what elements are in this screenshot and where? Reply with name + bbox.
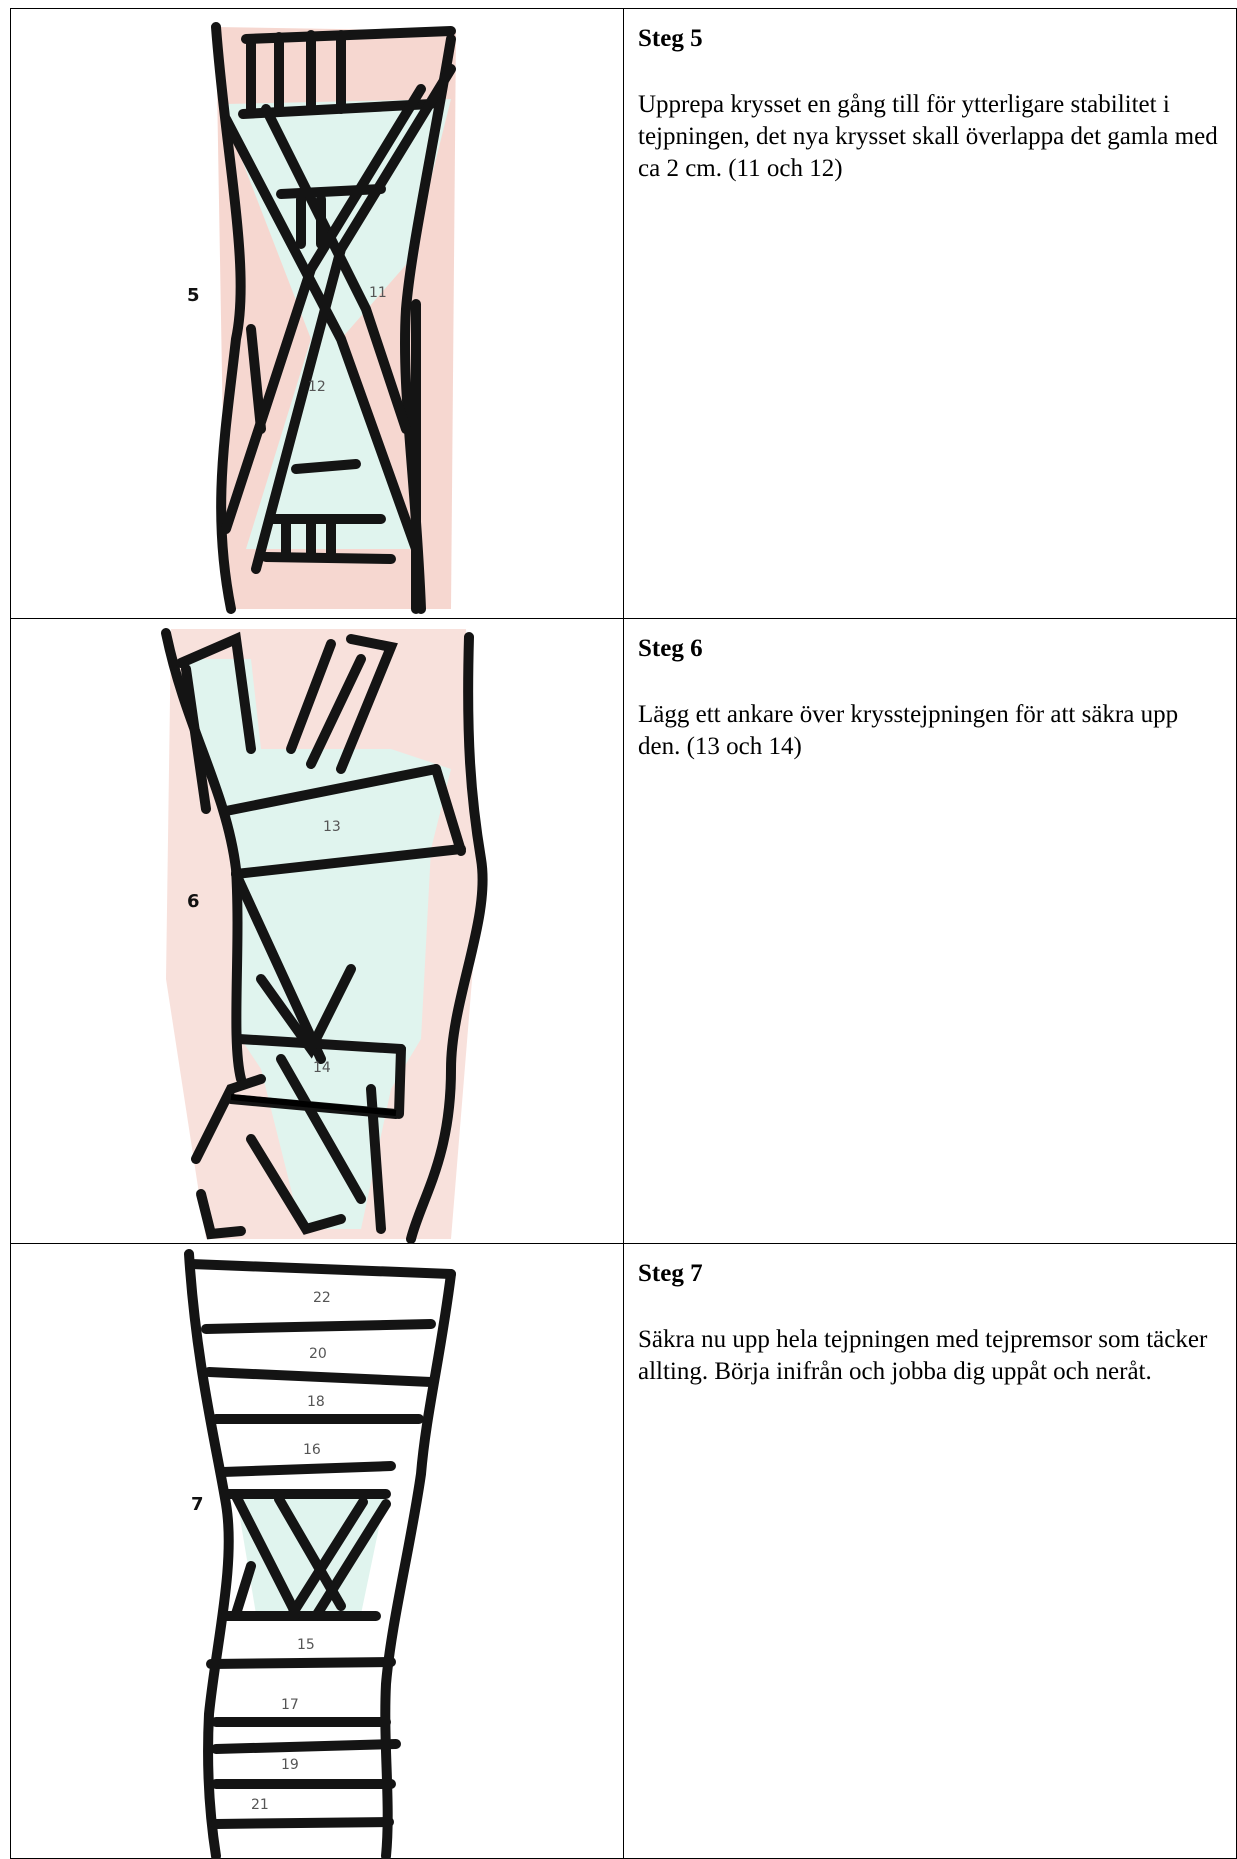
step-6-text-cell: Steg 6 Lägg ett ankare över krysstejpnin… — [624, 619, 1237, 1244]
tape-label-16: 16 — [303, 1442, 321, 1458]
figure-number: 5 — [187, 285, 200, 306]
figure-number: 6 — [187, 891, 200, 912]
step-7-illustration-cell: 7 22 20 18 16 15 17 19 21 — [11, 1244, 624, 1859]
step-row-6: 6 13 14 Steg 6 Lägg ett ankare över krys… — [11, 619, 1237, 1244]
step-row-7: 7 22 20 18 16 15 17 19 21 Steg 7 Säkra n… — [11, 1244, 1237, 1859]
tape-label-22: 22 — [313, 1290, 331, 1306]
tape-label-17: 17 — [281, 1697, 299, 1713]
tape-label-14: 14 — [313, 1060, 331, 1076]
step-heading: Steg 5 — [638, 25, 1222, 53]
figure-number: 7 — [191, 1494, 204, 1515]
instruction-table: 5 11 12 Steg 5 Upprepa krysset en gång t… — [10, 8, 1237, 1859]
step-row-5: 5 11 12 Steg 5 Upprepa krysset en gång t… — [11, 9, 1237, 619]
step-7-drawing: 7 22 20 18 16 15 17 19 21 — [11, 1244, 623, 1859]
step-7-text-cell: Steg 7 Säkra nu upp hela tejpningen med … — [624, 1244, 1237, 1859]
step-6-illustration-cell: 6 13 14 — [11, 619, 624, 1244]
tape-label-11: 11 — [369, 285, 387, 301]
step-5-drawing: 5 11 12 — [11, 9, 623, 619]
step-5-illustration-cell: 5 11 12 — [11, 9, 624, 619]
tape-label-15: 15 — [297, 1637, 315, 1653]
step-heading: Steg 7 — [638, 1260, 1222, 1288]
step-description: Upprepa krysset en gång till för ytterli… — [638, 89, 1222, 185]
tape-label-19: 19 — [281, 1757, 299, 1773]
tape-label-13: 13 — [323, 819, 341, 835]
step-5-text-cell: Steg 5 Upprepa krysset en gång till för … — [624, 9, 1237, 619]
step-6-drawing: 6 13 14 — [11, 619, 623, 1244]
step-description: Säkra nu upp hela tejpningen med tejprem… — [638, 1324, 1222, 1388]
step-heading: Steg 6 — [638, 635, 1222, 663]
tape-label-12: 12 — [308, 379, 326, 395]
tape-label-21: 21 — [251, 1797, 269, 1813]
tape-label-18: 18 — [307, 1394, 325, 1410]
tape-label-20: 20 — [309, 1346, 327, 1362]
step-description: Lägg ett ankare över krysstejpningen för… — [638, 699, 1222, 763]
